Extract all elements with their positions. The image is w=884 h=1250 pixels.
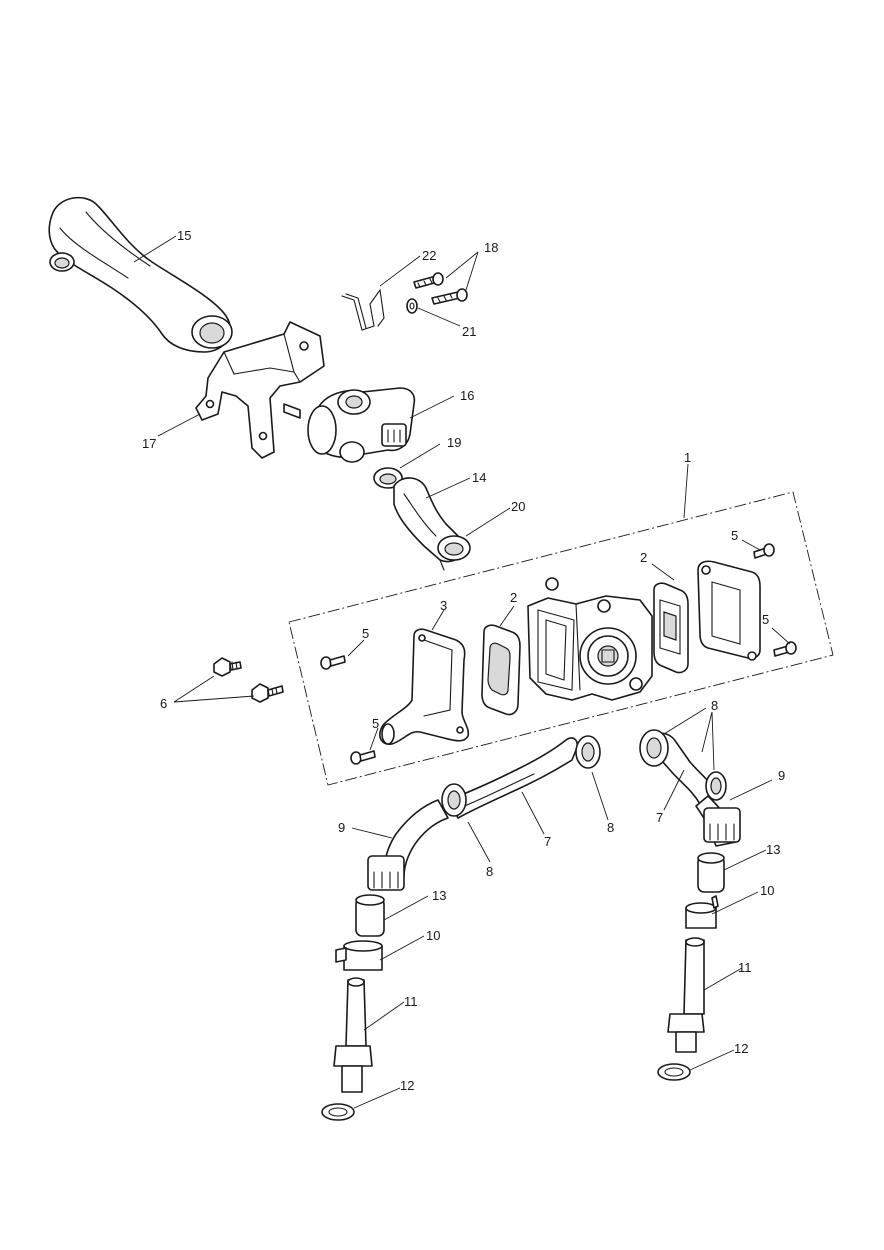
- callout-21: 21: [462, 324, 476, 339]
- bolt-part-18-lower: [431, 288, 468, 305]
- flange-bolt-part-6-lower: [251, 683, 284, 703]
- callout-12-left: 12: [400, 1078, 414, 1093]
- callout-labels: 15 17 22 18 21 16 19 14 20 1 2 2 3 5 5 5…: [142, 228, 785, 1093]
- callout-8-mid: 8: [607, 820, 614, 835]
- clip-part-19: [373, 467, 403, 489]
- callout-6: 6: [160, 696, 167, 711]
- callout-16: 16: [460, 388, 474, 403]
- washer-part-21: [406, 298, 418, 314]
- o-ring-part-12-right: [657, 1063, 691, 1081]
- callout-15: 15: [177, 228, 191, 243]
- callout-13-right: 13: [766, 842, 780, 857]
- callout-8-left: 8: [486, 864, 493, 879]
- air-valve-part-16: [307, 387, 416, 463]
- air-hose-part-15: [48, 196, 233, 353]
- clamp-part-10-right: [685, 895, 719, 929]
- pipe-part-11-left: [333, 977, 373, 1093]
- flange-bolt-part-6-upper: [213, 657, 242, 677]
- hose-part-7-left: [447, 737, 579, 819]
- callout-11-left: 11: [404, 994, 418, 1009]
- sleeve-part-13-right: [697, 852, 725, 893]
- clip-part-8-left-mid: [441, 783, 467, 817]
- pipe-part-11-right: [667, 937, 705, 1053]
- clip-part-20: [437, 535, 471, 571]
- callout-3: 3: [440, 598, 447, 613]
- kit-outline-part-1: [288, 491, 834, 786]
- callout-9-left: 9: [338, 820, 345, 835]
- clamp-part-10-left: [335, 940, 383, 971]
- callout-10-right: 10: [760, 883, 774, 898]
- callout-11-right: 11: [738, 960, 752, 975]
- callout-9-right: 9: [778, 768, 785, 783]
- clip-part-8-right: [705, 771, 727, 801]
- callout-1: 1: [684, 450, 691, 465]
- sleeve-part-13-left: [355, 894, 385, 937]
- clip-part-8-left-top: [575, 735, 601, 769]
- leader-lines: [133, 235, 791, 1109]
- callout-5-right-upper: 5: [731, 528, 738, 543]
- callout-14: 14: [472, 470, 486, 485]
- callout-13-left: 13: [432, 888, 446, 903]
- bolt-part-5-right-lower: [773, 641, 797, 657]
- callout-2-right: 2: [640, 550, 647, 565]
- mounting-bracket-part-17: [195, 321, 325, 459]
- wire-clip-part-22: [341, 288, 385, 331]
- callout-22: 22: [422, 248, 436, 263]
- callout-5-right-lower: 5: [762, 612, 769, 627]
- cover-elbow-part-3: [379, 628, 470, 745]
- elbow-part-9-right: [695, 795, 741, 847]
- callout-12-right: 12: [734, 1041, 748, 1056]
- callout-7-left: 7: [544, 834, 551, 849]
- elbow-part-9-left: [367, 799, 449, 891]
- bolt-part-18-upper: [413, 272, 444, 289]
- callout-8-right-top: 8: [711, 698, 718, 713]
- bolt-part-5-right-upper: [753, 543, 775, 559]
- callout-2-left: 2: [510, 590, 517, 605]
- reed-gasket-part-2-left: [481, 624, 521, 716]
- o-ring-part-12-left: [321, 1103, 355, 1121]
- callout-5-left-upper: 5: [362, 626, 369, 641]
- hose-part-7-right: [639, 729, 717, 805]
- bolt-part-5-left-upper: [320, 655, 346, 670]
- reed-plate-right: [697, 560, 761, 661]
- callout-5-left-lower: 5: [372, 716, 379, 731]
- bolt-part-5-left-lower: [350, 750, 376, 765]
- callout-10-left: 10: [426, 928, 440, 943]
- callout-17: 17: [142, 436, 156, 451]
- callout-7-right: 7: [656, 810, 663, 825]
- callout-18: 18: [484, 240, 498, 255]
- callout-20: 20: [511, 499, 525, 514]
- reed-gasket-part-2-right: [653, 582, 689, 674]
- valve-housing-block: [527, 577, 653, 701]
- callout-19: 19: [447, 435, 461, 450]
